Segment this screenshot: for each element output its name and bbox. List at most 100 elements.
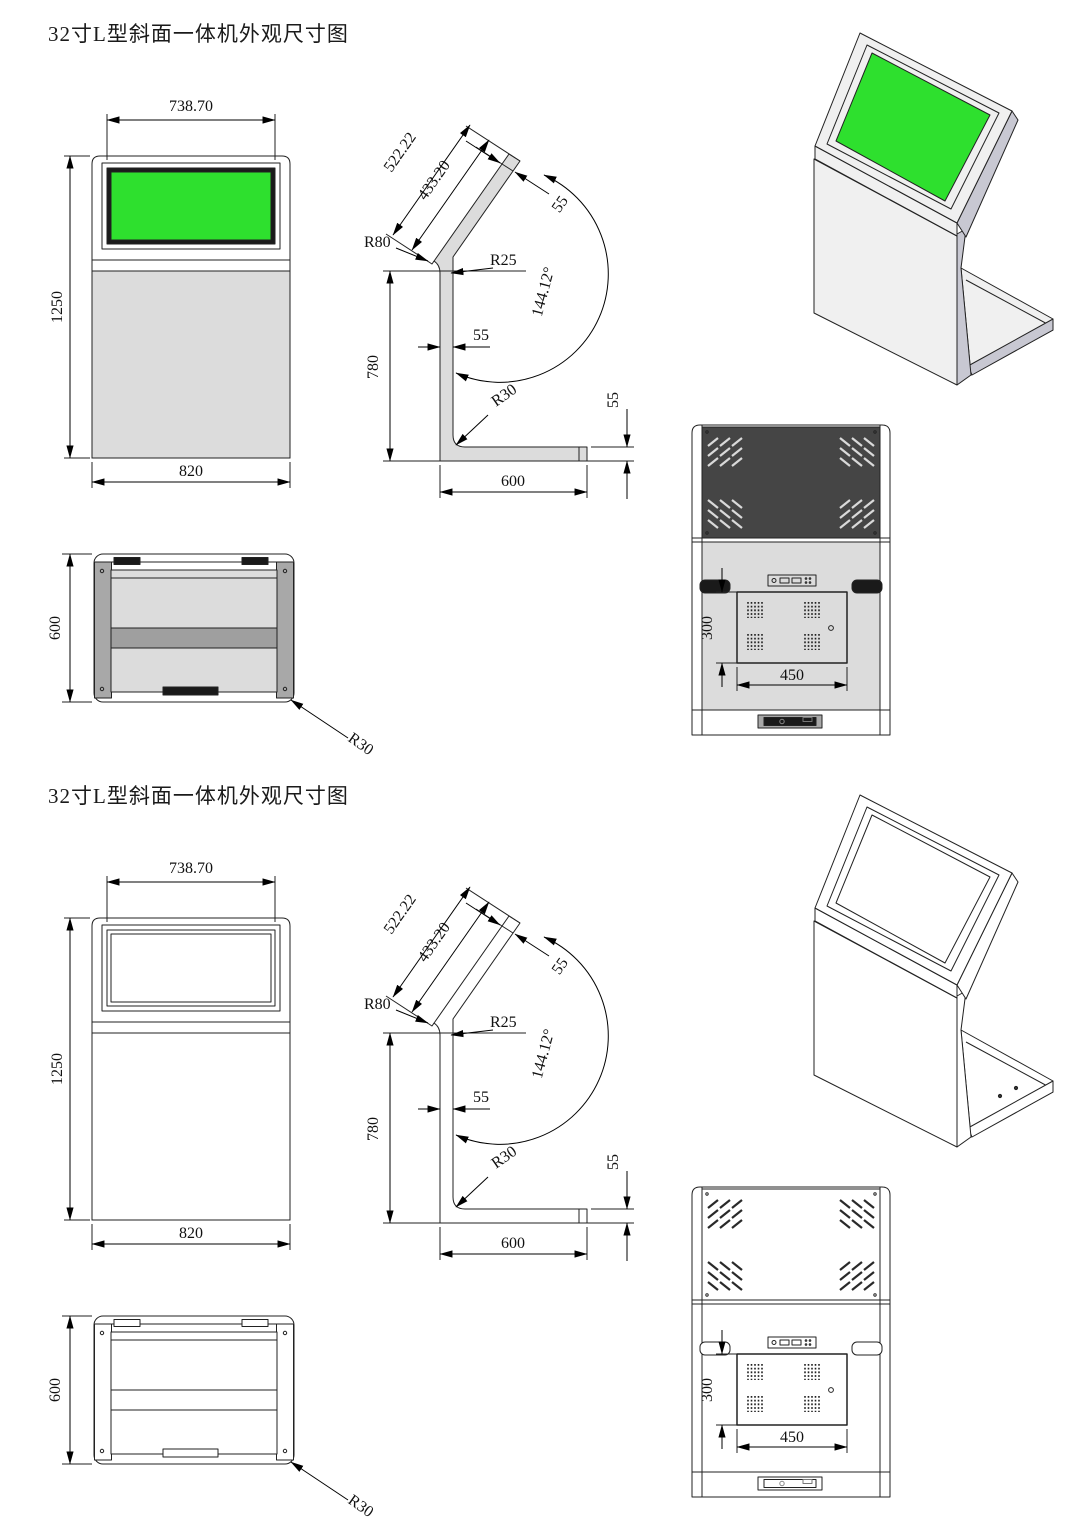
- svg-text:R25: R25: [490, 1014, 517, 1031]
- iso-screen-head: [814, 32, 1013, 224]
- svg-text:780: 780: [365, 1117, 382, 1141]
- back-vents: [707, 1199, 875, 1291]
- plan-right-rail: [276, 561, 294, 699]
- dim-door-width: 450: [736, 1429, 848, 1453]
- plan-front-handle: [162, 1448, 219, 1458]
- front-bezel: [101, 924, 281, 1012]
- dim-door-height: 300: [699, 1330, 739, 1449]
- svg-text:R25: R25: [490, 252, 517, 269]
- dim-width: 820: [91, 1224, 291, 1250]
- plan-left-rail: [94, 561, 112, 699]
- svg-text:55: 55: [605, 1154, 622, 1170]
- front-cabinet: [91, 155, 291, 459]
- plan-handle-left: [113, 1319, 141, 1327]
- drawing-section: 32寸L型斜面一体机外观尺寸图 738.70 1250 820: [0, 0, 1080, 763]
- door-vent-1: [747, 602, 763, 618]
- front-screen: [110, 171, 272, 241]
- dim-r-foot: R30: [455, 1143, 520, 1208]
- svg-text:820: 820: [179, 463, 203, 480]
- back-base: [692, 709, 890, 729]
- plan-handle-right: [241, 557, 269, 565]
- svg-text:55: 55: [473, 1089, 489, 1106]
- dim-r-foot: R30: [455, 381, 521, 446]
- dim-height: 1250: [50, 155, 90, 459]
- dim-foot-thickness: 55: [591, 1154, 634, 1261]
- svg-text:780: 780: [365, 355, 382, 379]
- section-title: 32寸L型斜面一体机外观尺寸图: [48, 784, 349, 808]
- svg-text:450: 450: [780, 1429, 804, 1446]
- dim-width: 820: [91, 462, 291, 488]
- door-vent-4: [804, 1396, 820, 1412]
- svg-text:R30: R30: [345, 1492, 377, 1521]
- back-panel-screws: [705, 430, 877, 535]
- side-view: 522.22 433.20 55 R80 R25 144.12°: [364, 886, 634, 1261]
- svg-text:820: 820: [179, 1225, 203, 1242]
- door-vent-2: [804, 602, 820, 618]
- plan-handle-left: [113, 557, 141, 565]
- front-body: [91, 1032, 291, 1221]
- back-panel-screws: [705, 1192, 877, 1297]
- back-top-panel: [701, 1188, 881, 1301]
- svg-text:1250: 1250: [50, 291, 66, 323]
- back-handle-right: [851, 1341, 883, 1356]
- svg-text:300: 300: [699, 1378, 716, 1402]
- svg-text:R30: R30: [489, 381, 521, 410]
- svg-text:R80: R80: [364, 234, 391, 251]
- svg-text:R30: R30: [345, 730, 377, 759]
- svg-text:55: 55: [605, 392, 622, 408]
- front-cabinet: [91, 917, 291, 1221]
- dim-column-height: 780: [365, 1032, 394, 1224]
- dim-column-thickness: 55: [418, 1089, 490, 1113]
- svg-text:522.22: 522.22: [381, 892, 420, 938]
- dim-foot-depth: 600: [439, 1227, 588, 1260]
- svg-text:600: 600: [501, 1235, 525, 1252]
- dim-door-width: 450: [736, 667, 848, 691]
- door-vent-2: [804, 1364, 820, 1380]
- svg-text:738.70: 738.70: [169, 860, 213, 877]
- door-vent-3: [747, 1396, 763, 1412]
- door-vent-1: [747, 1364, 763, 1380]
- plan-view: 600 R30: [47, 553, 377, 759]
- iso-base-plate: [960, 1029, 1054, 1138]
- access-door: [736, 1353, 848, 1426]
- iso-plate-holes: [997, 1085, 1019, 1099]
- svg-text:55: 55: [549, 193, 572, 216]
- dim-r-front: R25: [450, 1014, 517, 1038]
- plan-front-handle: [162, 686, 219, 696]
- dim-plan-corner-radius: R30: [290, 699, 377, 759]
- back-base: [692, 1471, 890, 1491]
- svg-text:600: 600: [501, 473, 525, 490]
- iso-screen-head: [814, 794, 1013, 986]
- plan-cross-band: [110, 627, 278, 649]
- front-bezel: [101, 162, 281, 250]
- door-vent-4: [804, 634, 820, 650]
- svg-text:600: 600: [47, 616, 64, 640]
- plan-screws: [99, 568, 288, 692]
- svg-text:522.22: 522.22: [381, 130, 420, 176]
- dim-screen-width: 738.70: [106, 98, 276, 160]
- plan-view: 600 R30: [47, 1315, 377, 1521]
- io-port-strip: [767, 1336, 817, 1349]
- back-view: 300 450: [691, 1186, 891, 1498]
- svg-text:144.12°: 144.12°: [529, 1027, 558, 1080]
- plan-screws: [99, 1330, 288, 1454]
- isometric-view: [813, 794, 1054, 1148]
- back-view: 300 450: [691, 424, 891, 736]
- back-outline: [691, 1186, 891, 1498]
- door-vent-3: [747, 634, 763, 650]
- dim-r-top: R80: [364, 234, 429, 262]
- drawing-section: 32寸L型斜面一体机外观尺寸图 738.70 1250 820: [0, 762, 1080, 1525]
- iso-screen: [835, 52, 991, 202]
- iso-base-plate: [960, 267, 1054, 376]
- plan-cross-band: [110, 1389, 278, 1411]
- svg-text:144.12°: 144.12°: [529, 265, 558, 318]
- isometric-view: [813, 32, 1054, 386]
- svg-text:R80: R80: [364, 996, 391, 1013]
- dim-plan-depth: 600: [47, 1315, 92, 1465]
- front-view: 738.70 1250 820: [50, 98, 291, 488]
- svg-text:433.20: 433.20: [415, 920, 454, 966]
- back-vents: [707, 437, 875, 529]
- access-door: [736, 591, 848, 664]
- front-screen: [110, 933, 272, 1003]
